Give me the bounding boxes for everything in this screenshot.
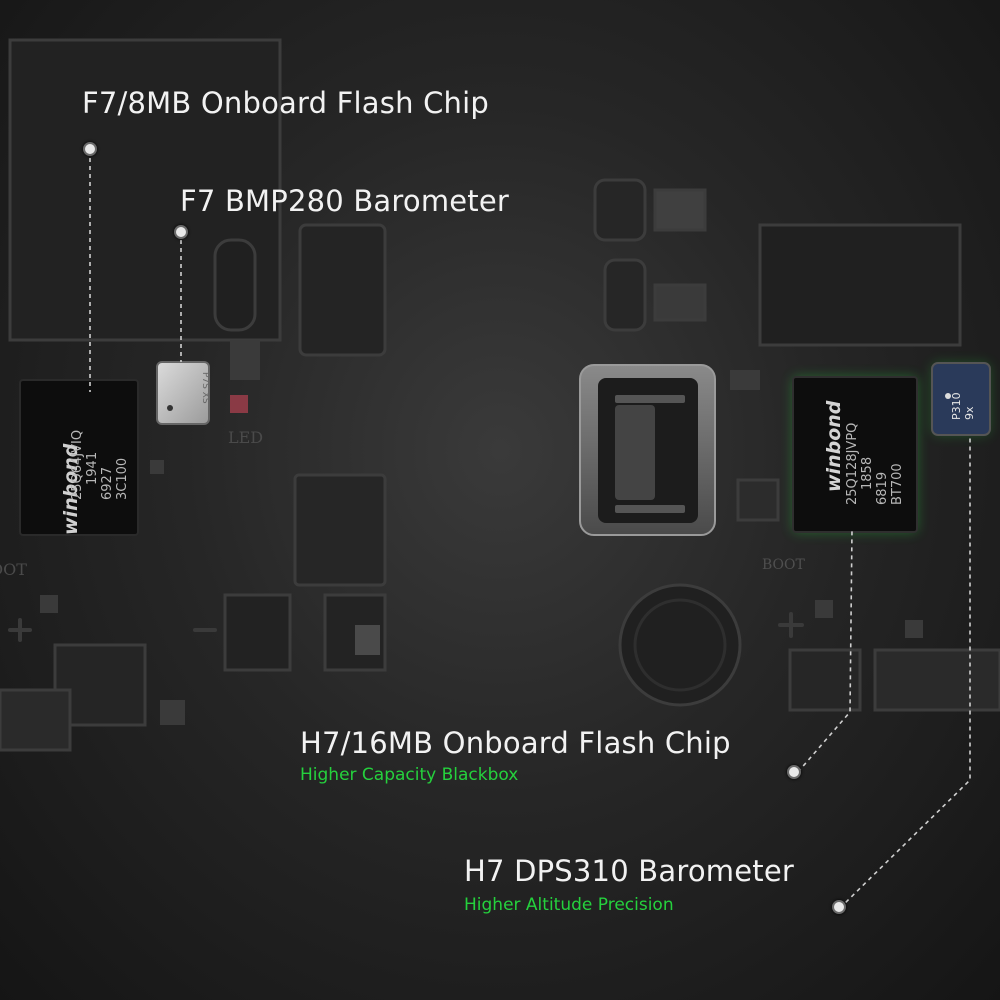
h7-flash-marking: winbond 25Q128JVPQ 1858 6819 BT700	[793, 377, 917, 532]
h7-flash-chip	[792, 376, 918, 533]
h7-baro-subtitle: Higher Altitude Precision	[464, 895, 674, 915]
chip-line: BT700	[890, 463, 905, 505]
chip-line: 25Q64JVIQ	[70, 429, 85, 500]
chip-line: 6927	[100, 466, 115, 500]
chip-line: 1941	[85, 451, 100, 485]
f7-baro-title: F7 BMP280 Barometer	[180, 184, 510, 218]
chip-line: 9x	[963, 406, 976, 420]
usb-connector	[579, 364, 716, 536]
silkscreen-led: LED	[228, 428, 264, 447]
f7-flash-pointer-dot	[83, 142, 97, 156]
h7-baro-title: H7 DPS310 Barometer	[464, 854, 794, 888]
f7-baro-marking: P7S XS	[200, 372, 210, 404]
h7-flash-pointer-dot	[787, 765, 801, 779]
leader-lines	[89, 150, 971, 909]
chip-line: 1858	[860, 456, 875, 490]
f7-flash-chip	[19, 379, 139, 536]
board-components	[0, 38, 1000, 752]
chip-line: 3C100	[115, 457, 130, 500]
f7-barometer-sensor	[156, 361, 210, 425]
h7-baro-marking: P310 9x	[950, 392, 976, 420]
chip-line: P310	[950, 392, 963, 420]
f7-flash-title: F7/8MB Onboard Flash Chip	[82, 86, 489, 120]
f7-baro-pointer-dot	[174, 225, 188, 239]
chip-line: 6819	[875, 471, 890, 505]
h7-flash-title: H7/16MB Onboard Flash Chip	[300, 726, 731, 760]
silkscreen-boot-right: BOOT	[762, 557, 805, 573]
h7-baro-pointer-dot	[832, 900, 846, 914]
h7-flash-subtitle: Higher Capacity Blackbox	[300, 765, 519, 785]
f7-flash-marking: winbond 25Q64JVIQ 1941 6927 3C100	[20, 380, 138, 535]
chip-line: 25Q128JVPQ	[845, 422, 860, 505]
chip-brand: winbond	[823, 400, 845, 492]
h7-barometer-sensor	[931, 362, 991, 436]
silkscreen-boot-left: BOOT	[0, 560, 27, 579]
